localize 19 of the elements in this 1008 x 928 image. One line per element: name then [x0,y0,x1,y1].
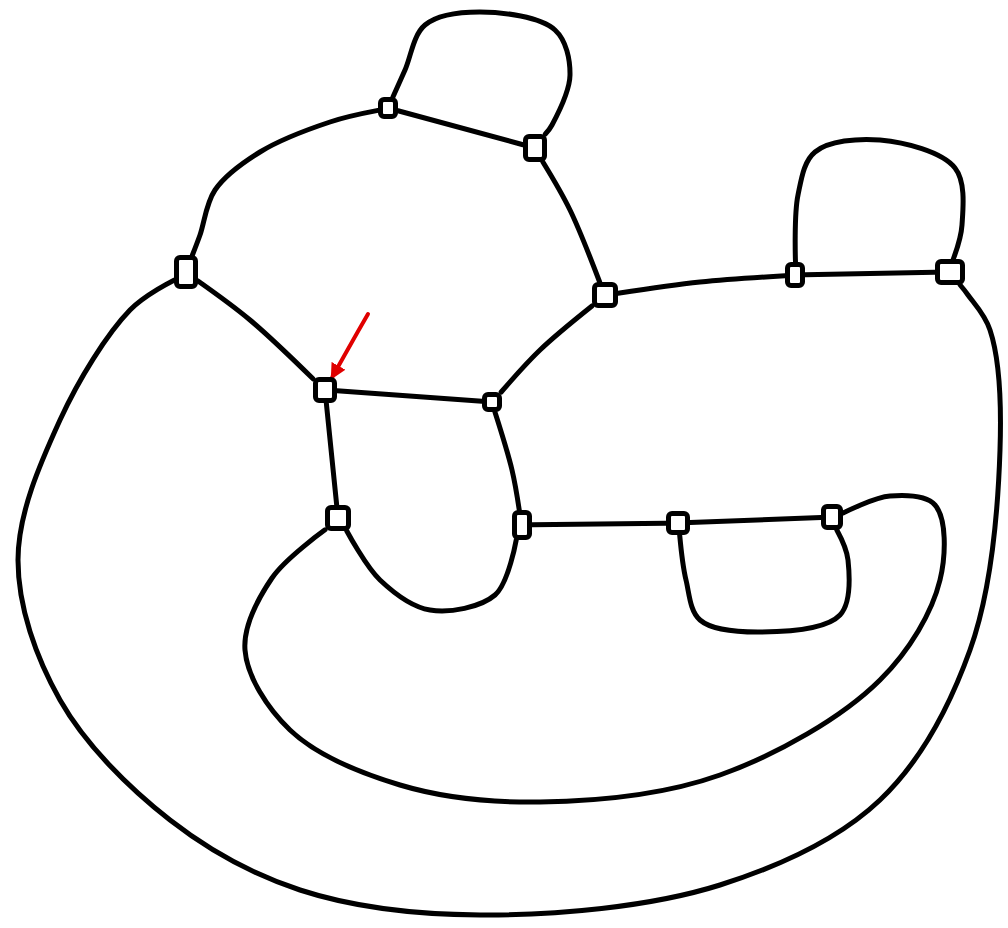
edge-line [15,277,1003,918]
graph-vertex [523,134,547,162]
edge-line [242,493,947,805]
graph-vertex [935,259,965,285]
edge-line [344,528,519,614]
edge-line [498,303,595,395]
graph-vertex [821,504,843,530]
edge-line [677,527,852,635]
edge-line [390,9,573,137]
graph-vertex [325,505,351,531]
graph-vertex [174,255,198,289]
graph-vertex [785,262,805,288]
graph-vertex [378,97,398,119]
graph-vertex [313,377,337,403]
graph-vertex [592,282,618,308]
arrow [330,312,370,380]
graph-vertex [666,511,690,535]
graph-vertex [512,510,532,540]
graph-vertex [482,392,502,412]
